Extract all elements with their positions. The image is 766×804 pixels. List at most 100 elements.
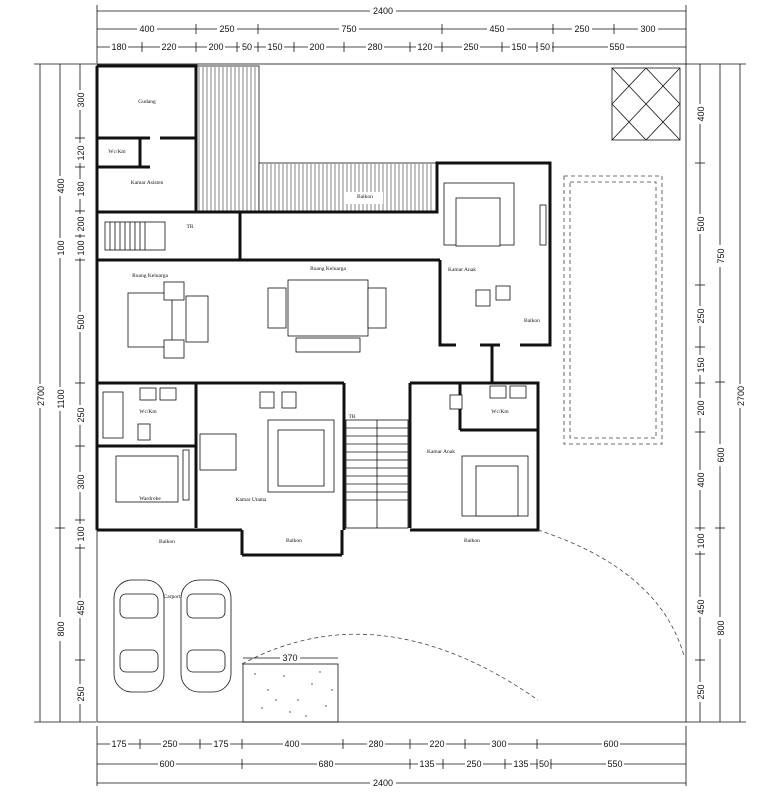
dim-right-mid-0: 750 — [716, 248, 726, 263]
label-kamar-anak-top: Kamar Anak — [448, 267, 476, 273]
dim-right-1: 500 — [696, 216, 706, 231]
dim-right-0: 400 — [696, 106, 706, 121]
label-wckm-right: Wc/Km — [491, 409, 509, 415]
dim-top-r1-1: 250 — [219, 24, 234, 34]
dim-top-r2-3: 50 — [242, 42, 252, 52]
carport-cars — [113, 579, 232, 693]
dim-bottom-r2-1: 680 — [318, 759, 333, 769]
dim-top-r2-4: 150 — [267, 42, 282, 52]
dim-bottom-r2-3: 250 — [466, 759, 481, 769]
dim-left-0: 300 — [76, 92, 86, 107]
dim-top-r2-11: 550 — [609, 42, 624, 52]
label-wckm-top: Wc/Km — [108, 149, 126, 155]
dim-right-7: 450 — [696, 599, 706, 614]
balkon-hatch — [195, 65, 438, 213]
dim-left-extra-0: 400 — [56, 178, 66, 193]
garden-patch — [242, 663, 339, 723]
label-wardrobe: Wardrobe — [139, 496, 161, 502]
dim-right-mid-2: 800 — [716, 620, 726, 635]
dim-top-r2-6: 280 — [367, 42, 382, 52]
dim-left-extra-1: 100 — [56, 240, 66, 255]
driveway-arc-1 — [241, 633, 539, 701]
right-dimensions: 2700 750 600 800 400 500 250 150 200 400… — [686, 63, 746, 723]
label-ruang-keluarga-center: Ruang Keluarga — [310, 266, 346, 272]
dim-top-r1-2: 750 — [341, 24, 356, 34]
dim-bottom-r1-4: 280 — [368, 739, 383, 749]
dim-left-5: 500 — [76, 314, 86, 329]
dim-bottom-r2-4: 135 — [513, 759, 528, 769]
room-labels: Gudang Wc/Km Kamar Asisten TR Balkon Kam… — [108, 99, 540, 600]
dim-left-1: 120 — [76, 145, 86, 160]
dim-bottom-r2-5: 50 — [539, 759, 549, 769]
label-tr-stair: TR — [348, 414, 355, 420]
label-balkon-right: Balkon — [524, 318, 540, 324]
dim-left-mid-0: 1100 — [56, 389, 66, 408]
dim-top-r2-5: 200 — [309, 42, 324, 52]
dim-bottom-r2-6: 550 — [607, 759, 622, 769]
label-ruang-keluarga-left: Ruang Keluarga — [132, 273, 168, 279]
label-balkon-top: Balkon — [357, 194, 373, 200]
dim-right-3: 150 — [696, 357, 706, 372]
pool-inner — [569, 181, 657, 439]
dim-top-r2-2: 200 — [208, 42, 223, 52]
dim-right-6: 100 — [696, 533, 706, 548]
dim-left-6: 250 — [76, 407, 86, 422]
dim-top-r2-7: 120 — [417, 42, 432, 52]
dim-top-r2-0: 180 — [111, 42, 126, 52]
label-gudang: Gudang — [138, 99, 156, 105]
bottom-dimensions: 175 250 175 400 280 220 300 600 600 680 … — [96, 726, 687, 789]
left-dimensions: 2700 1100 800 300 120 180 200 100 500 — [34, 63, 96, 723]
dim-top-r2-10: 50 — [540, 42, 550, 52]
dim-top-total: 2400 — [373, 6, 393, 16]
dim-top-r1-5: 300 — [640, 24, 655, 34]
dim-left-10: 250 — [76, 686, 86, 701]
dim-top-r1-3: 450 — [489, 24, 504, 34]
dim-top-r2-9: 150 — [511, 42, 526, 52]
label-balkon-b3: Balkon — [464, 538, 480, 544]
dim-bottom-r1-6: 300 — [491, 739, 506, 749]
dim-bottom-r1-0: 175 — [111, 739, 126, 749]
dim-left-8: 100 — [76, 526, 86, 541]
label-balkon-b1: Balkon — [159, 539, 175, 545]
dim-right-2: 250 — [696, 308, 706, 323]
dim-top-r1-0: 400 — [139, 24, 154, 34]
label-wckm-left: Wc/Km — [139, 409, 157, 415]
furniture — [102, 182, 547, 517]
dim-right-4: 200 — [696, 400, 706, 415]
dim-bottom-r2-0: 600 — [159, 759, 174, 769]
dim-right-mid-1: 600 — [716, 447, 726, 462]
dim-right-total: 2700 — [736, 386, 746, 406]
dim-left-4: 100 — [76, 240, 86, 255]
label-kamar-anak-right: Kamar Anak — [427, 449, 455, 455]
walls — [95, 64, 552, 557]
pool-outline — [563, 175, 663, 445]
rooftop-hatch — [611, 67, 681, 141]
top-dimensions: 2400 400 250 750 450 250 300 — [96, 4, 687, 64]
dim-annotation-370: 370 — [282, 653, 297, 663]
dim-bottom-r2-2: 135 — [419, 759, 434, 769]
dim-bottom-r1-2: 175 — [213, 739, 228, 749]
garden-dots — [254, 671, 333, 717]
label-carport: Carport — [164, 594, 181, 600]
dim-right-5: 400 — [696, 472, 706, 487]
label-kamar-utama: Kamar Utama — [236, 497, 268, 503]
driveway-arc-2 — [537, 529, 685, 657]
dim-top-r2-8: 250 — [463, 42, 478, 52]
dim-bottom-r1-3: 400 — [284, 739, 299, 749]
dim-right-8: 250 — [696, 684, 706, 699]
stairs — [104, 221, 409, 529]
dim-left-total: 2700 — [36, 386, 46, 406]
dim-top-r2-1: 220 — [161, 42, 176, 52]
dim-bottom-r1-5: 220 — [429, 739, 444, 749]
dim-left-2: 180 — [76, 181, 86, 196]
label-kamar-asisten: Kamar Asisten — [131, 180, 164, 186]
dim-bottom-r1-1: 250 — [162, 739, 177, 749]
dim-top-r1-4: 250 — [574, 24, 589, 34]
label-balkon-b2: Balkon — [286, 538, 302, 544]
dim-left-3: 200 — [76, 216, 86, 231]
label-tr-left: TR — [186, 224, 193, 230]
dim-bottom-r1-7: 600 — [603, 739, 618, 749]
dim-left-9: 450 — [76, 600, 86, 615]
dim-left-7: 300 — [76, 474, 86, 489]
